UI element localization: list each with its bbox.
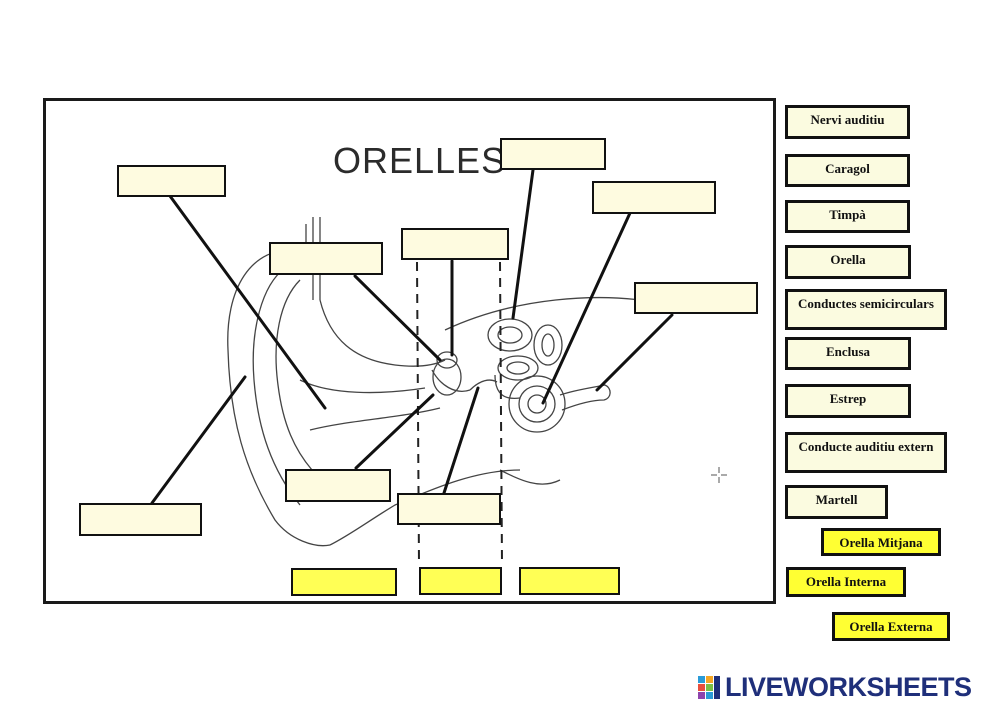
answer-slot-estrep[interactable] (397, 493, 501, 525)
label-caragol[interactable]: Caragol (785, 154, 910, 187)
label-timpa[interactable]: Timpà (785, 200, 910, 233)
brand-name: LIVEWORKSHEETS (725, 671, 972, 702)
answer-slot-martell[interactable] (401, 228, 509, 260)
label-conducte-auditiu-extern[interactable]: Conducte auditiu extern (785, 432, 947, 473)
label-enclusa[interactable]: Enclusa (785, 337, 911, 370)
liveworksheets-logo-icon (698, 676, 720, 699)
answer-slot-section-internal[interactable] (519, 567, 620, 595)
label-conductes-semicirculars[interactable]: Conductes semicirculars (785, 289, 947, 330)
answer-slot-conducte-auditiu[interactable] (269, 242, 383, 275)
answer-slot-orella[interactable] (117, 165, 226, 197)
answer-slot-orella-left[interactable] (79, 503, 202, 536)
answer-slot-nervi-auditiu[interactable] (634, 282, 758, 314)
label-estrep[interactable]: Estrep (785, 384, 911, 418)
label-orella-mitjana[interactable]: Orella Mitjana (821, 528, 941, 556)
label-nervi-auditiu[interactable]: Nervi auditiu (785, 105, 910, 139)
cursor-crosshair-icon (711, 467, 727, 483)
label-orella[interactable]: Orella (785, 245, 911, 279)
answer-slot-conductes-semicirculars[interactable] (500, 138, 606, 170)
label-orella-externa[interactable]: Orella Externa (832, 612, 950, 641)
answer-slot-timpa[interactable] (285, 469, 391, 502)
label-orella-interna[interactable]: Orella Interna (786, 567, 906, 597)
worksheet-title: ORELLES (333, 140, 507, 181)
label-martell[interactable]: Martell (785, 485, 888, 519)
brand-logo: LIVEWORKSHEETS (698, 672, 972, 702)
answer-slot-section-external[interactable] (291, 568, 397, 596)
answer-slot-section-middle[interactable] (419, 567, 502, 595)
answer-slot-caragol[interactable] (592, 181, 716, 214)
